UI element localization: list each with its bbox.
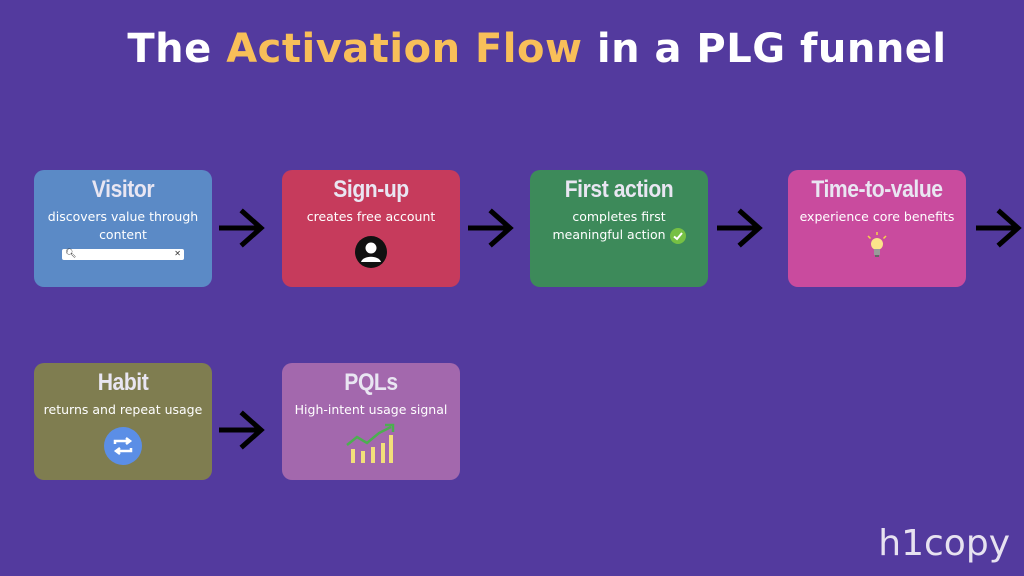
stage-title: Time-to-value xyxy=(811,176,943,203)
arrow-icon xyxy=(219,410,265,450)
repeat-icon xyxy=(104,427,142,465)
stage-card-signup: Sign-up creates free account xyxy=(282,170,460,287)
arrow-icon xyxy=(219,208,265,248)
stage-title: Sign-up xyxy=(333,176,409,203)
user-avatar-icon xyxy=(355,236,387,268)
check-icon xyxy=(669,227,686,244)
page-title: The Activation Flow in a PLG funnel xyxy=(127,26,947,72)
stage-card-time-to-value: Time-to-value experience core benefits xyxy=(788,170,966,287)
stage-description: discovers value through content xyxy=(47,209,199,242)
stage-title: First action xyxy=(564,176,674,203)
arrow-icon xyxy=(717,208,763,248)
search-bar-icon: 🔍︎ ✕ xyxy=(62,249,184,260)
stage-description: returns and repeat usage xyxy=(43,402,203,417)
stage-description: experience core benefits xyxy=(799,209,955,224)
close-icon: ✕ xyxy=(174,249,181,258)
stage-card-habit: Habit returns and repeat usage xyxy=(34,363,212,480)
stage-card-first-action: First action completes first meaningful … xyxy=(530,170,708,287)
stage-title: Visitor xyxy=(91,176,155,203)
arrow-icon xyxy=(976,208,1022,248)
stage-card-visitor: Visitor discovers value through content … xyxy=(34,170,212,287)
arrow-icon xyxy=(468,208,514,248)
stage-card-pqls: PQLs High-intent usage signal xyxy=(282,363,460,480)
title-highlight: Activation Flow xyxy=(226,26,583,72)
lightbulb-icon xyxy=(867,232,887,257)
stage-title: PQLs xyxy=(344,369,398,396)
stage-description: creates free account xyxy=(306,209,436,224)
growth-bars-icon xyxy=(346,423,395,463)
magnifier-icon: 🔍︎ xyxy=(65,249,77,259)
stage-description: High-intent usage signal xyxy=(294,402,448,417)
stage-title: Habit xyxy=(97,369,149,396)
brand-logo: h1copy xyxy=(878,523,1010,564)
stage-description: completes first meaningful action xyxy=(530,208,708,244)
